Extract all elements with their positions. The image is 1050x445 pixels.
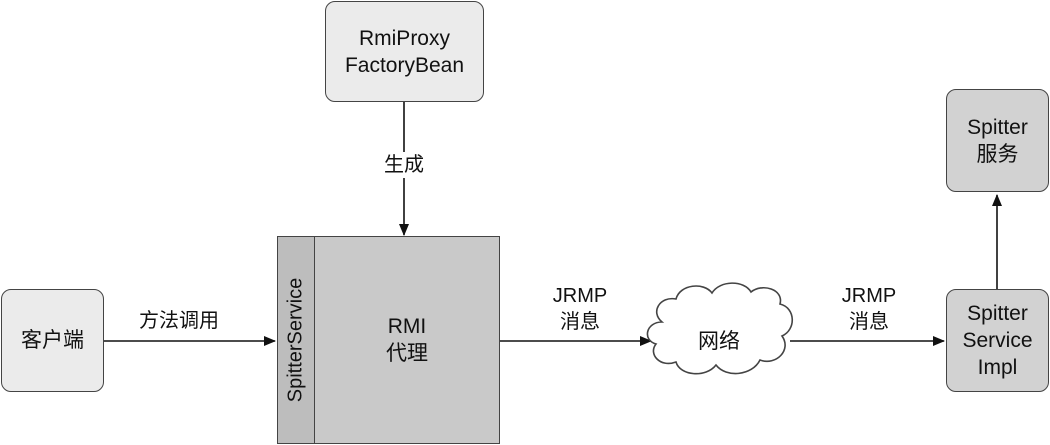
rmi-proxy-factory-bean-node: RmiProxy FactoryBean [325,1,484,102]
jrmp-to-network-line1: JRMP [552,285,608,307]
jrmp-to-service-line2: 消息 [849,311,889,333]
jrmp-to-network-line2: 消息 [560,311,600,333]
proxy-line1: RMI [387,315,427,338]
proxy-line2: 代理 [386,342,428,365]
spitter-service-interface-label: SpitterService [284,277,307,403]
rmi-proxy-node: SpitterService RMI 代理 [277,236,500,444]
spitter-service-impl-node: Spitter Service Impl [946,289,1049,392]
rmi-proxy-body: RMI 代理 [315,237,499,443]
impl-line2: Service [962,329,1033,352]
impl-line1: Spitter [967,302,1028,325]
generate-label: 生成 [380,152,428,178]
client-node: 客户端 [1,289,104,392]
jrmp-to-network-label: JRMP 消息 [540,283,620,335]
client-label: 客户端 [21,329,84,352]
spitter-service-line1: Spitter [967,115,1028,139]
factory-line1: RmiProxy [358,26,450,50]
network-cloud [646,282,794,375]
spitter-service-interface: SpitterService [278,237,315,443]
jrmp-to-service-line1: JRMP [841,285,897,307]
spitter-service-line2: 服务 [976,142,1019,166]
method-call-label: 方法调用 [139,310,219,332]
impl-line3: Impl [977,356,1018,379]
spitter-service-node: Spitter 服务 [946,89,1049,192]
jrmp-to-service-label: JRMP 消息 [829,283,909,335]
factory-line2: FactoryBean [344,53,465,77]
network-label: 网络 [698,330,740,353]
